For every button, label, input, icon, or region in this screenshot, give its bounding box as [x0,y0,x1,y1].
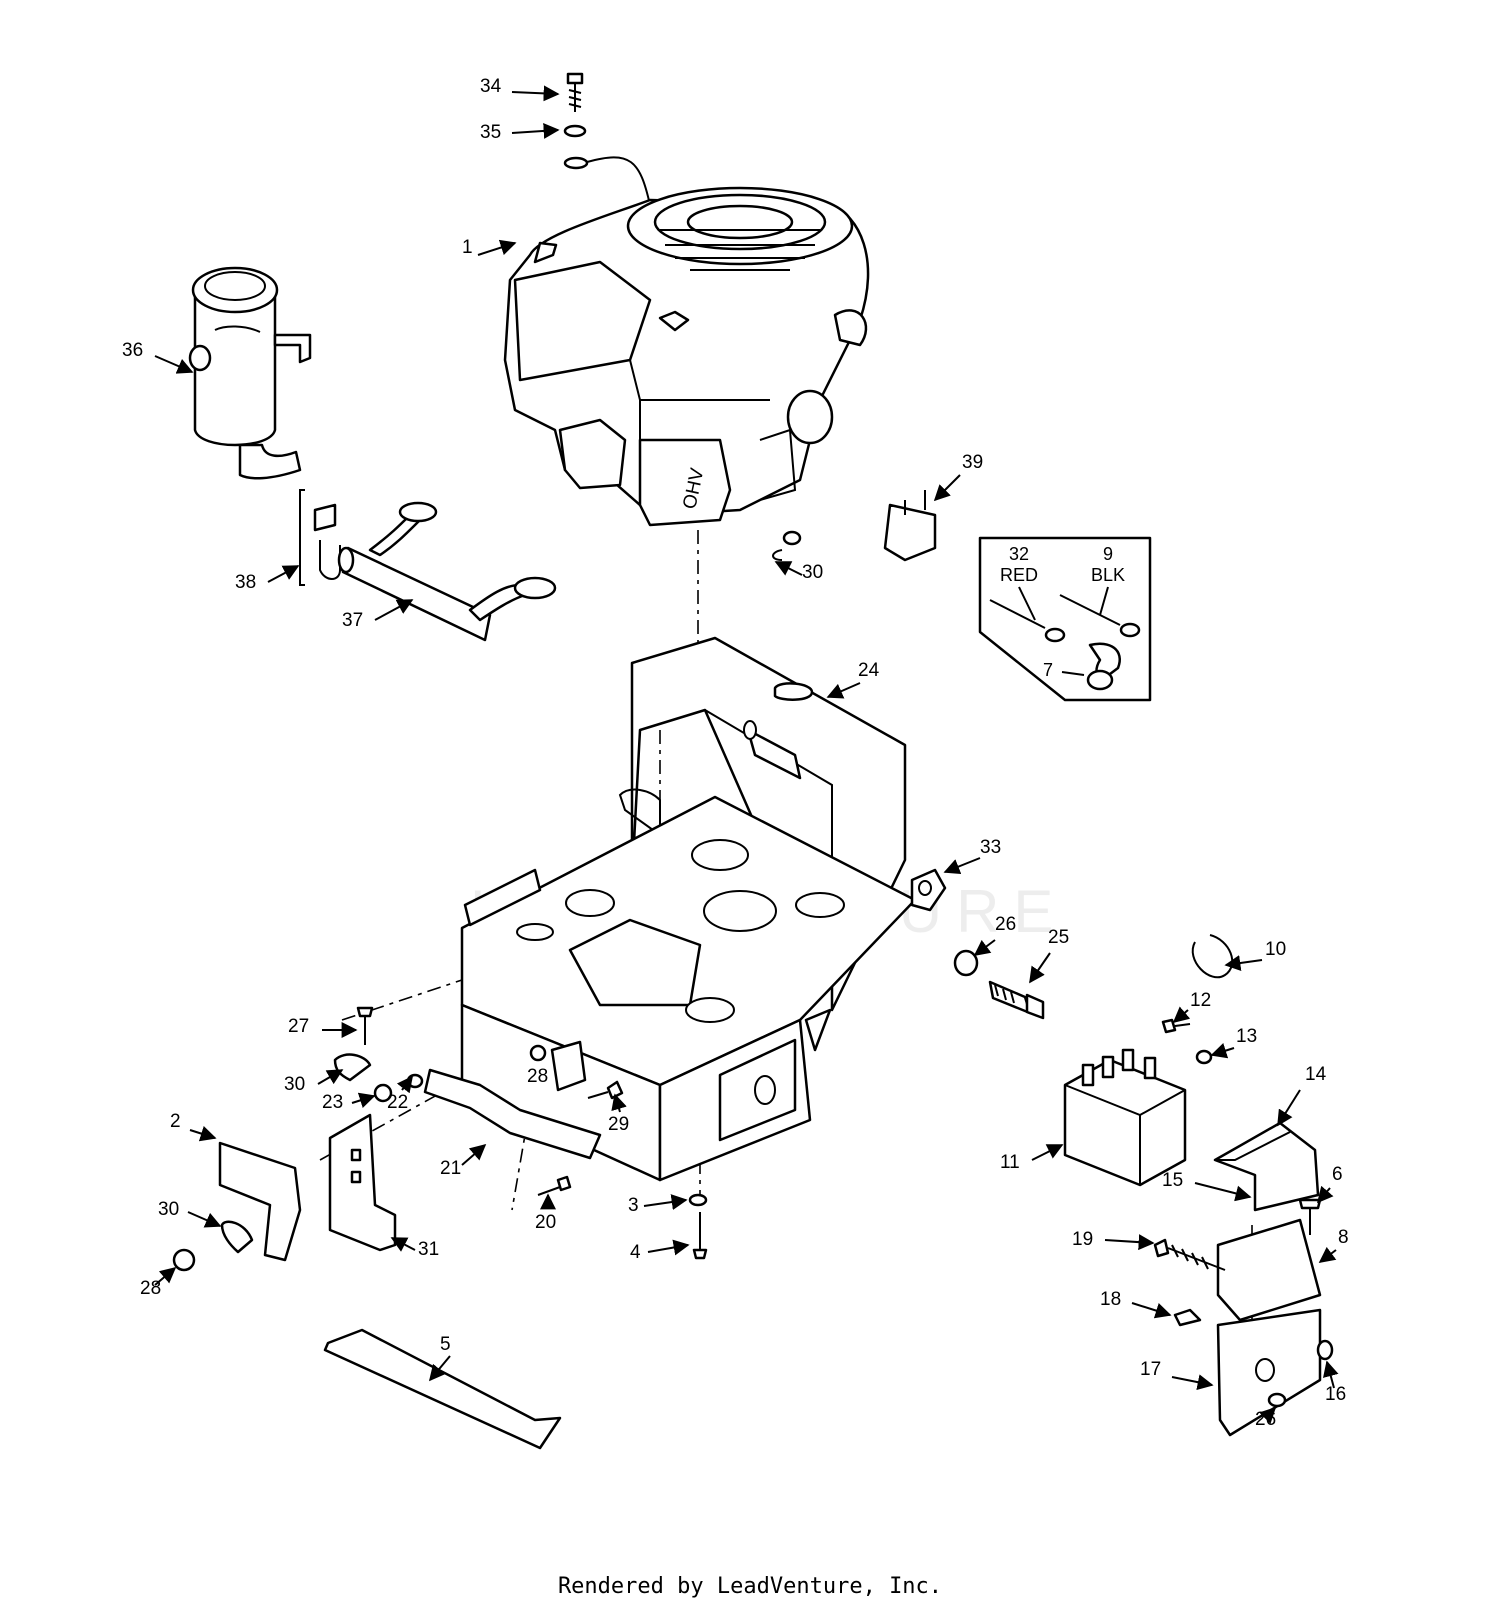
callout-26-39: 26 [1255,1409,1276,1430]
callout-31-30: 31 [418,1239,439,1260]
red-cable-number: 32 [1009,544,1029,564]
callout-24-8: 24 [858,660,880,681]
exhaust-pipe [299,489,557,642]
callout-30-6: 30 [802,562,823,583]
callout-36-3: 36 [122,340,143,361]
blk-cable-label: BLK [1091,565,1125,585]
lower-left-brackets [172,1113,397,1272]
snap-ring [1191,934,1234,979]
callout-17-37: 17 [1140,1359,1161,1380]
callout-22-19: 22 [387,1092,408,1113]
ground-bolt-part [563,72,651,206]
callout-23-18: 23 [322,1092,343,1113]
callout-25-11: 25 [1048,927,1069,948]
callout-35-1: 35 [480,122,501,143]
callout-18-35: 18 [1100,1289,1121,1310]
callout-37-7: 37 [342,610,363,631]
callout-16-38: 16 [1325,1384,1346,1405]
callout-11-23: 11 [1000,1152,1020,1173]
blk-cable-number: 9 [1103,544,1113,564]
callout-20-28: 20 [535,1212,556,1233]
leader-arrows [154,85,1339,1424]
callout-30-17: 30 [284,1074,305,1095]
terminal-boot-number: 7 [1043,660,1053,680]
muffler [188,266,312,480]
callout-5-36: 5 [440,1334,451,1355]
red-cable-label: RED [1000,565,1038,585]
callout-8-33: 8 [1338,1227,1349,1248]
skid-bar [323,1328,562,1450]
callout-33-9: 33 [980,837,1001,858]
footer-credit: Rendered by LeadVenture, Inc. [557,1574,943,1599]
callout-14-21: 14 [1305,1064,1327,1085]
callout-10-12: 10 [1265,939,1286,960]
battery-cable-inset: 32 RED 9 BLK 7 [978,536,1152,702]
starter-solenoid [772,490,937,562]
callout-38-5: 38 [235,572,256,593]
callout-19-32: 19 [1072,1229,1093,1250]
callout-1-2: 1 [462,237,473,258]
callout-3-27: 3 [628,1195,639,1216]
callout-4-31: 4 [630,1242,641,1263]
battery-holddown [1153,1121,1334,1437]
callout-26-10: 26 [995,914,1016,935]
callout-15-25: 15 [1162,1170,1183,1191]
callout-13-14: 13 [1236,1026,1257,1047]
engine: OHV [503,186,870,527]
callout-2-22: 2 [170,1111,181,1132]
callout-12-13: 12 [1190,990,1211,1011]
frame-bolt-25 [953,949,1045,1020]
callout-28-34: 28 [140,1278,161,1299]
callout-39-4: 39 [962,452,983,473]
callout-6-26: 6 [1332,1164,1343,1185]
callout-29-20: 29 [608,1114,629,1135]
main-frame [460,636,947,1182]
callout-28-16: 28 [527,1066,548,1087]
callout-27-15: 27 [288,1016,309,1037]
callout-21-24: 21 [440,1158,461,1179]
battery [1063,1018,1213,1187]
callout-30-29: 30 [158,1199,179,1220]
callout-34-0: 34 [480,76,502,97]
